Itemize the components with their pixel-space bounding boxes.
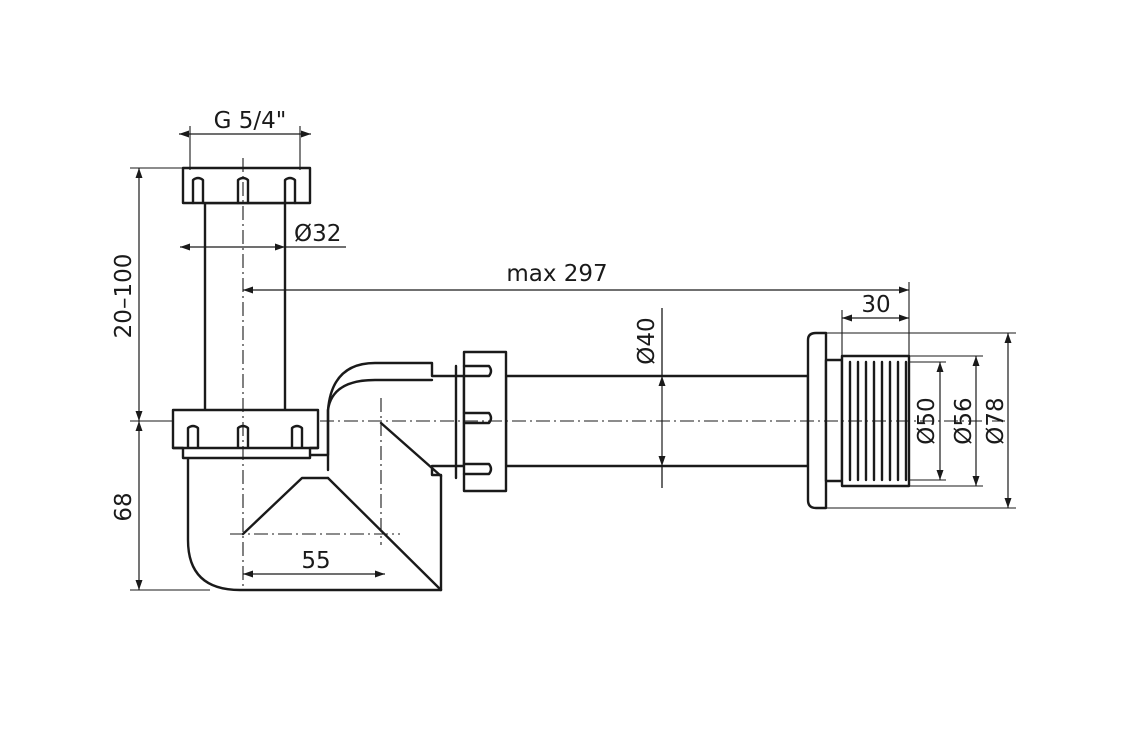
top-nut [181,166,312,205]
max-length-label: max 297 [506,261,607,287]
dimension-adapter-length: 30 [841,292,909,356]
trap-bowl-inner [326,378,434,472]
middle-nut [171,408,320,460]
dimension-adapter-mid-diameter: Ø56 [909,355,983,487]
trap-offset-label: 55 [301,548,330,574]
tailpiece-pipe [203,201,287,417]
thread-label: G 5/4" [214,108,287,134]
dimension-trap-depth: 68 [111,421,210,591]
flange-diameter-label: Ø78 [983,397,1009,444]
trap-diagonal [379,421,443,478]
adapter-inner-diameter-label: Ø50 [914,397,940,444]
dimension-tailpiece-diameter: Ø32 [180,221,346,251]
dimension-thread: G 5/4" [179,108,311,170]
tailpiece-diameter-label: Ø32 [294,221,341,247]
height-adjust-label: 20–100 [111,254,137,339]
trap-funnel [241,476,330,536]
adapter-length-label: 30 [861,292,890,318]
outlet-nut-slots [454,364,493,480]
dimension-height-adjust: 20–100 [111,167,183,422]
outlet-pipe-diameter-label: Ø40 [634,317,660,364]
trap-depth-label: 68 [111,492,137,521]
dimension-trap-offset: 55 [243,548,385,578]
dimension-max-length: max 297 [243,261,910,356]
siphon-body [171,166,911,592]
dimension-outlet-pipe-diameter: Ø40 [634,308,666,488]
dimension-flange-diameter: Ø78 [826,332,1016,509]
dimension-adapter-inner-diameter: Ø50 [909,361,946,481]
adapter-mid-diameter-label: Ø56 [951,397,977,444]
outlet-nut [462,350,508,493]
